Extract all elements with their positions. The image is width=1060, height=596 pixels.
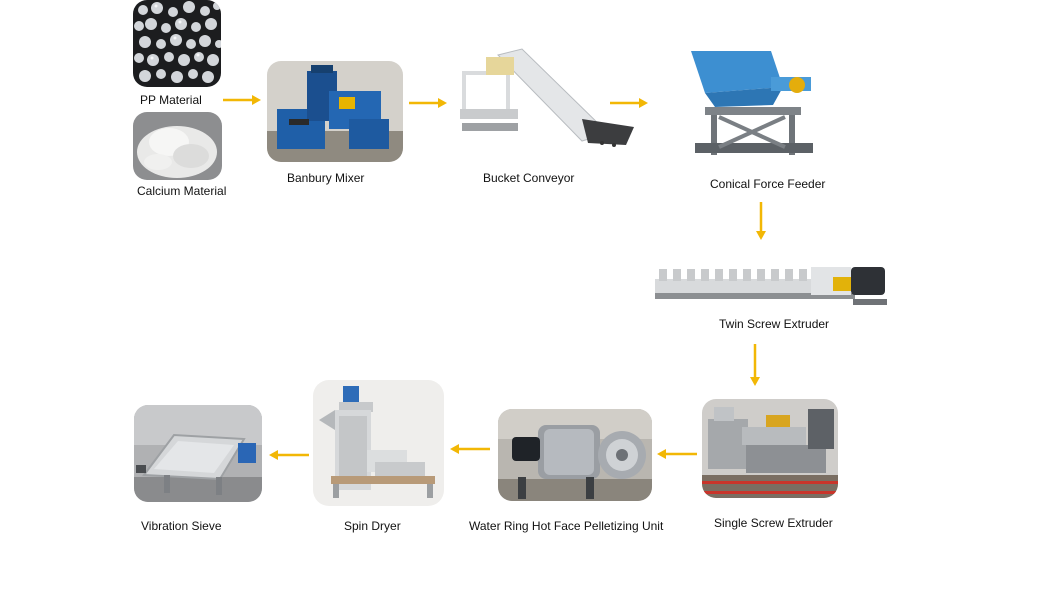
flow-arrow-down <box>756 202 766 240</box>
banbury-mixer-photo <box>267 61 403 162</box>
twin-screw-extruder-label: Twin Screw Extruder <box>719 317 830 331</box>
single-screw-extruder-label: Single Screw Extruder <box>714 516 833 530</box>
pelletizing-unit-photo <box>498 409 652 501</box>
spin-dryer-label: Spin Dryer <box>344 519 401 533</box>
banbury-mixer-label: Banbury Mixer <box>287 171 365 185</box>
pp-material-label: PP Material <box>140 93 202 107</box>
flow-arrow-left <box>450 444 490 454</box>
spin-dryer-photo <box>313 380 444 506</box>
flow-arrow-right <box>610 98 648 108</box>
calcium-powder-photo <box>133 112 222 180</box>
conical-force-feeder-label: Conical Force Feeder <box>710 177 826 191</box>
pelletizing-unit-label: Water Ring Hot Face Pelletizing Unit <box>469 519 664 533</box>
bucket-conveyor-label: Bucket Conveyor <box>483 171 575 185</box>
flow-arrow-right <box>223 95 261 105</box>
pp-granules-photo <box>133 0 221 87</box>
calcium-material-label: Calcium Material <box>137 184 227 198</box>
single-screw-extruder-photo <box>702 399 838 498</box>
twin-screw-extruder-photo <box>653 255 889 315</box>
flow-arrow-right <box>409 98 447 108</box>
conical-feeder-photo <box>685 47 821 165</box>
flow-arrow-down <box>750 344 760 386</box>
vibration-sieve-photo <box>134 405 262 502</box>
flow-arrow-left <box>657 449 697 459</box>
flow-arrow-left <box>269 450 309 460</box>
bucket-conveyor-photo <box>458 47 641 151</box>
vibration-sieve-label: Vibration Sieve <box>141 519 222 533</box>
